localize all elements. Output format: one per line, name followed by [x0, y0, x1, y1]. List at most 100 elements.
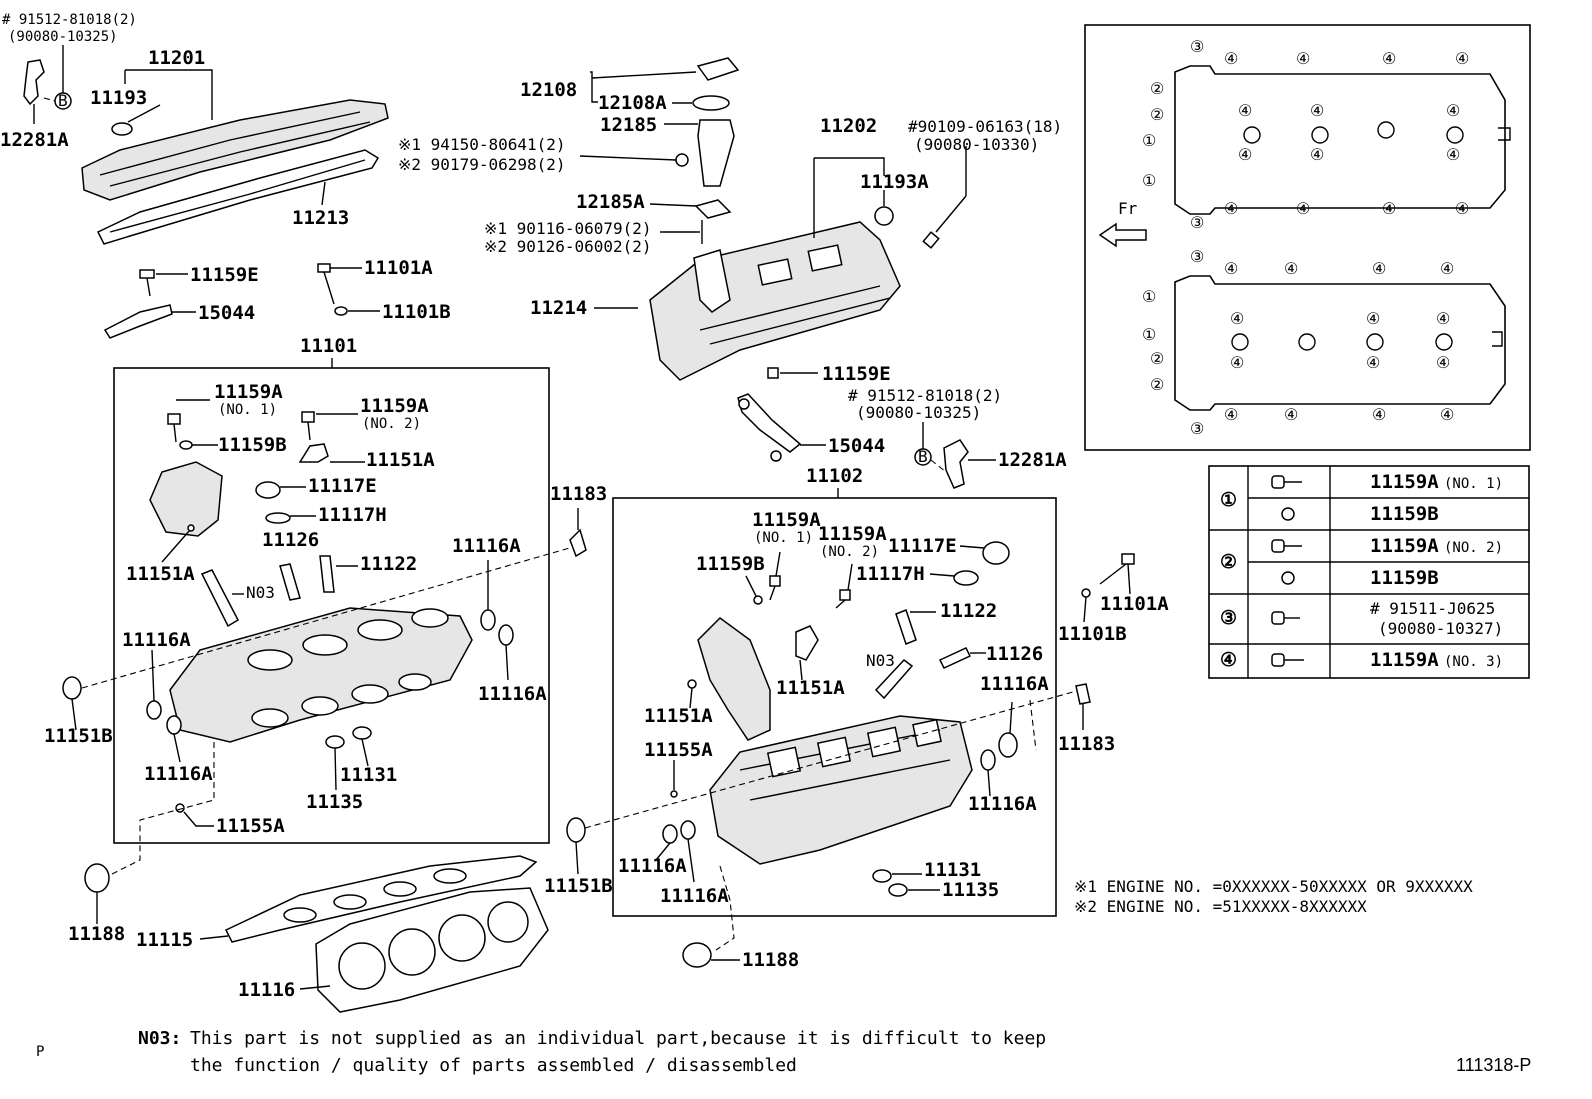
- svg-text:①: ①: [1142, 287, 1156, 306]
- washer-icon-2: [1281, 571, 1295, 585]
- bolt-11159E-mid: [767, 367, 818, 379]
- label: 11159E: [822, 363, 891, 385]
- washer-11159B-left: [179, 440, 193, 450]
- legend-part: 11159B: [1370, 503, 1439, 525]
- label: 11151A: [126, 563, 195, 585]
- label: N03: [246, 583, 275, 602]
- legend-part: 11159A: [1370, 471, 1439, 493]
- label: 11202: [820, 115, 877, 137]
- label: 11131: [340, 764, 397, 786]
- label: 11117E: [888, 535, 957, 557]
- plug-11116A-left-c: [146, 700, 162, 720]
- svg-text:④: ④: [1436, 309, 1450, 328]
- label: 11159B: [696, 553, 765, 575]
- washer-icon-1: [1281, 507, 1295, 521]
- bolt-11159A-no2-left: [301, 411, 315, 441]
- label: B: [58, 91, 68, 110]
- label: 11116A: [478, 683, 547, 705]
- legend-note: (NO. 1): [1444, 476, 1503, 492]
- bracket-15044-left: [103, 304, 173, 339]
- cylinder-head-cover-11202: [649, 221, 901, 381]
- svg-text:②: ②: [1150, 79, 1164, 98]
- svg-text:④: ④: [1446, 145, 1460, 164]
- corner-p: P: [36, 1044, 45, 1060]
- legend-key: ④: [1220, 649, 1237, 671]
- label: 11159A: [752, 509, 821, 531]
- label: # 91512-81018(2): [848, 386, 1002, 405]
- svg-text:③: ③: [1190, 37, 1204, 56]
- bolt-icon-1: [1271, 475, 1302, 489]
- bolt-legend-table: [1208, 465, 1530, 679]
- guide-11122-left: [319, 555, 335, 593]
- svg-text:④: ④: [1238, 101, 1252, 120]
- legend-table-text: ① 11159A (NO. 1) 11159B ② 11159A (NO. 2)…: [1220, 471, 1503, 671]
- label: 11116A: [968, 793, 1037, 815]
- label: 11193A: [860, 171, 929, 193]
- label: 11122: [360, 553, 417, 575]
- legend-part: 11159A: [1370, 535, 1439, 557]
- filler-pipe-12185: [697, 119, 735, 187]
- label: 11101B: [382, 301, 451, 323]
- svg-text:④: ④: [1224, 199, 1238, 218]
- bolt-11101A-top: [317, 263, 335, 305]
- label: 11135: [306, 791, 363, 813]
- svg-text:②: ②: [1150, 105, 1164, 124]
- head-assembly-11101-box: [113, 367, 550, 844]
- svg-text:①: ①: [1142, 131, 1156, 150]
- svg-text:④: ④: [1436, 353, 1450, 372]
- label: (NO. 1): [754, 530, 813, 546]
- label: 11214: [530, 297, 587, 319]
- legend-key: ①: [1220, 489, 1237, 511]
- plug-11116A-right-d: [680, 820, 696, 840]
- label: 15044: [828, 435, 885, 457]
- engine-note-2: ※2 ENGINE NO. =51XXXXX-8XXXXXX: [1074, 897, 1367, 916]
- legend-part: # 91511-J0625: [1370, 599, 1495, 618]
- label: 11117E: [308, 475, 377, 497]
- svg-text:④: ④: [1224, 405, 1238, 424]
- plug-11188-left: [84, 863, 110, 893]
- svg-text:④: ④: [1284, 405, 1298, 424]
- svg-text:④: ④: [1224, 49, 1238, 68]
- seat-11135-right: [888, 883, 908, 897]
- bolt-11159A-no1-right: [769, 575, 781, 601]
- bolt-icon-3: [1271, 611, 1300, 625]
- label: 11116A: [980, 673, 1049, 695]
- svg-text:②: ②: [1150, 375, 1164, 394]
- oil-cap-12108: [696, 57, 740, 81]
- svg-text:④: ④: [1296, 199, 1310, 218]
- svg-text:④: ④: [1230, 353, 1244, 372]
- label: 11101: [300, 335, 357, 357]
- svg-text:④: ④: [1310, 145, 1324, 164]
- label: 11116: [238, 979, 295, 1001]
- seal-11151B-left: [62, 676, 82, 700]
- guide-11122-right: [895, 609, 917, 645]
- gasket-layout-upper: [1174, 65, 1511, 215]
- label: 11101A: [1100, 593, 1169, 615]
- legend-key: ②: [1220, 551, 1237, 573]
- label: 12185: [600, 114, 657, 136]
- bracket-15044-mid: [737, 393, 802, 453]
- cam-housing-right: [697, 617, 771, 741]
- svg-text:①: ①: [1142, 171, 1156, 190]
- washer-11101B-right: [1081, 588, 1091, 598]
- plug-11116A-left-d: [166, 715, 182, 735]
- seat-11135-left: [325, 735, 345, 749]
- svg-text:④: ④: [1230, 309, 1244, 328]
- gasket-layout-box: [1084, 24, 1531, 451]
- gasket-layout-lower: [1174, 275, 1506, 411]
- footnote-line-2: the function / quality of parts assemble…: [190, 1055, 797, 1076]
- label: 15044: [198, 302, 255, 324]
- label: 11117H: [856, 563, 925, 585]
- bolt-90109: [922, 146, 967, 249]
- label: # 91512-81018(2): [2, 12, 137, 28]
- legend-note: (90080-10327): [1378, 619, 1503, 638]
- plug-11183-right: [1075, 683, 1091, 705]
- bolt-11159E-left: [139, 269, 155, 297]
- label: 11151A: [366, 449, 435, 471]
- label: 11159B: [218, 434, 287, 456]
- head-gasket-11116: [315, 887, 549, 1013]
- label: 11102: [806, 465, 863, 487]
- label: 11183: [550, 483, 607, 505]
- legend-part: 11159A: [1370, 649, 1439, 671]
